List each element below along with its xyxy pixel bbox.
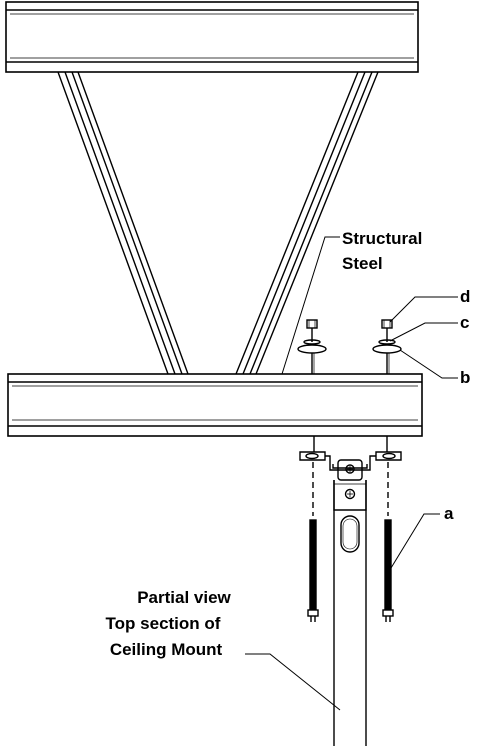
top-beam [5, 1, 419, 73]
partial-view-label-line3: Ceiling Mount [109, 640, 223, 659]
callout-a-label: a [444, 504, 454, 523]
callout-c-label: c [460, 313, 470, 332]
structural-steel-label-line2: Steel [342, 254, 383, 273]
right-top-bolt [372, 319, 402, 374]
leader-c [389, 322, 458, 342]
left-top-bolt [297, 319, 327, 374]
ceiling-mount-pipe [333, 480, 367, 746]
leader-partial-view [245, 653, 341, 711]
structural-steel-beam [7, 373, 423, 437]
partial-view-label-line2: Top section of [105, 614, 221, 633]
callout-d-label: d [460, 287, 471, 306]
leader-a [390, 513, 440, 569]
callout-b-label: b [460, 368, 471, 387]
left-threaded-rod [307, 519, 319, 622]
leader-d [389, 296, 458, 323]
left-brace [57, 71, 189, 375]
right-brace [235, 71, 379, 375]
leader-structural-steel [281, 236, 340, 375]
mounting-bracket [299, 451, 402, 481]
leader-b [399, 349, 458, 379]
partial-view-label-line1: Partial view [137, 588, 231, 607]
right-threaded-rod [382, 519, 394, 622]
structural-steel-label-line1: Structural [342, 229, 423, 248]
